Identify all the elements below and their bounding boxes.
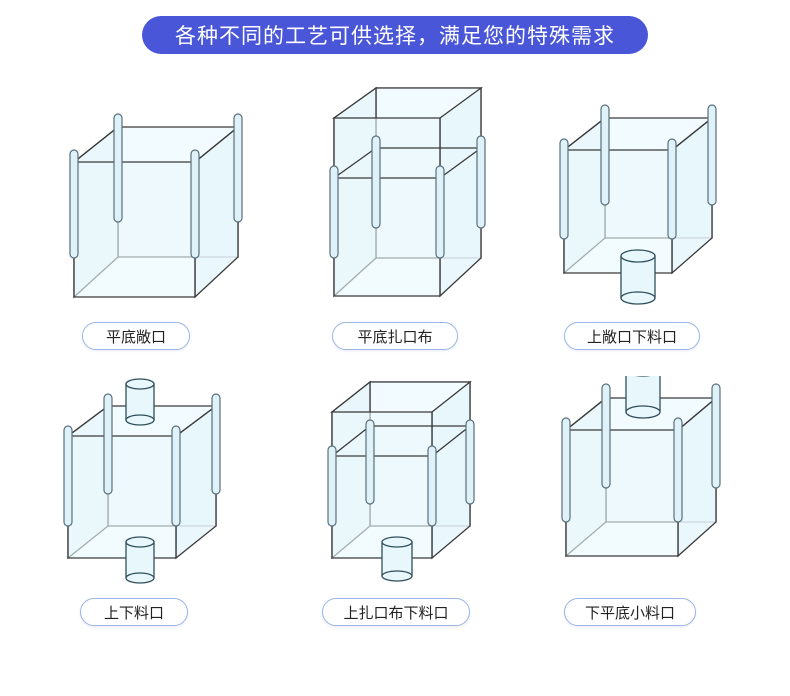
bag-option-skirt-top-flat-bottom[interactable]: 平底扎口布: [318, 86, 580, 406]
skirt-top-discharge-spout-bag-icon: [327, 380, 475, 582]
bag-option-label: 上下料口: [80, 598, 188, 626]
bag-option-fill-and-discharge-spout[interactable]: 上下料口: [60, 376, 322, 696]
bag-option-label: 平底敞口: [82, 322, 190, 350]
open-top-discharge-spout-bag-icon: [559, 104, 717, 305]
bag-option-open-top-discharge-spout[interactable]: 上敞口下料口: [558, 100, 790, 420]
skirt-top-flat-bottom-bag-icon: [329, 86, 486, 298]
bag-option-label: 平底扎口布: [332, 322, 458, 350]
bag-option-skirt-top-discharge-spout[interactable]: 上扎口布下料口: [318, 376, 580, 696]
bag-option-top-spout-flat-bottom[interactable]: 下平底小料口: [558, 376, 790, 696]
top-spout-flat-bottom-bag-icon: [561, 376, 721, 558]
fill-and-discharge-spout-bag-icon: [63, 378, 221, 584]
bag-option-open-top-flat-bottom[interactable]: 平底敞口: [60, 100, 322, 420]
open-top-flat-bottom-bag-icon: [69, 113, 243, 299]
bag-option-label: 上敞口下料口: [564, 322, 700, 350]
page-title: 各种不同的工艺可供选择，满足您的特殊需求: [142, 16, 648, 54]
bag-option-label: 下平底小料口: [564, 598, 696, 626]
bag-option-label: 上扎口布下料口: [322, 598, 470, 626]
